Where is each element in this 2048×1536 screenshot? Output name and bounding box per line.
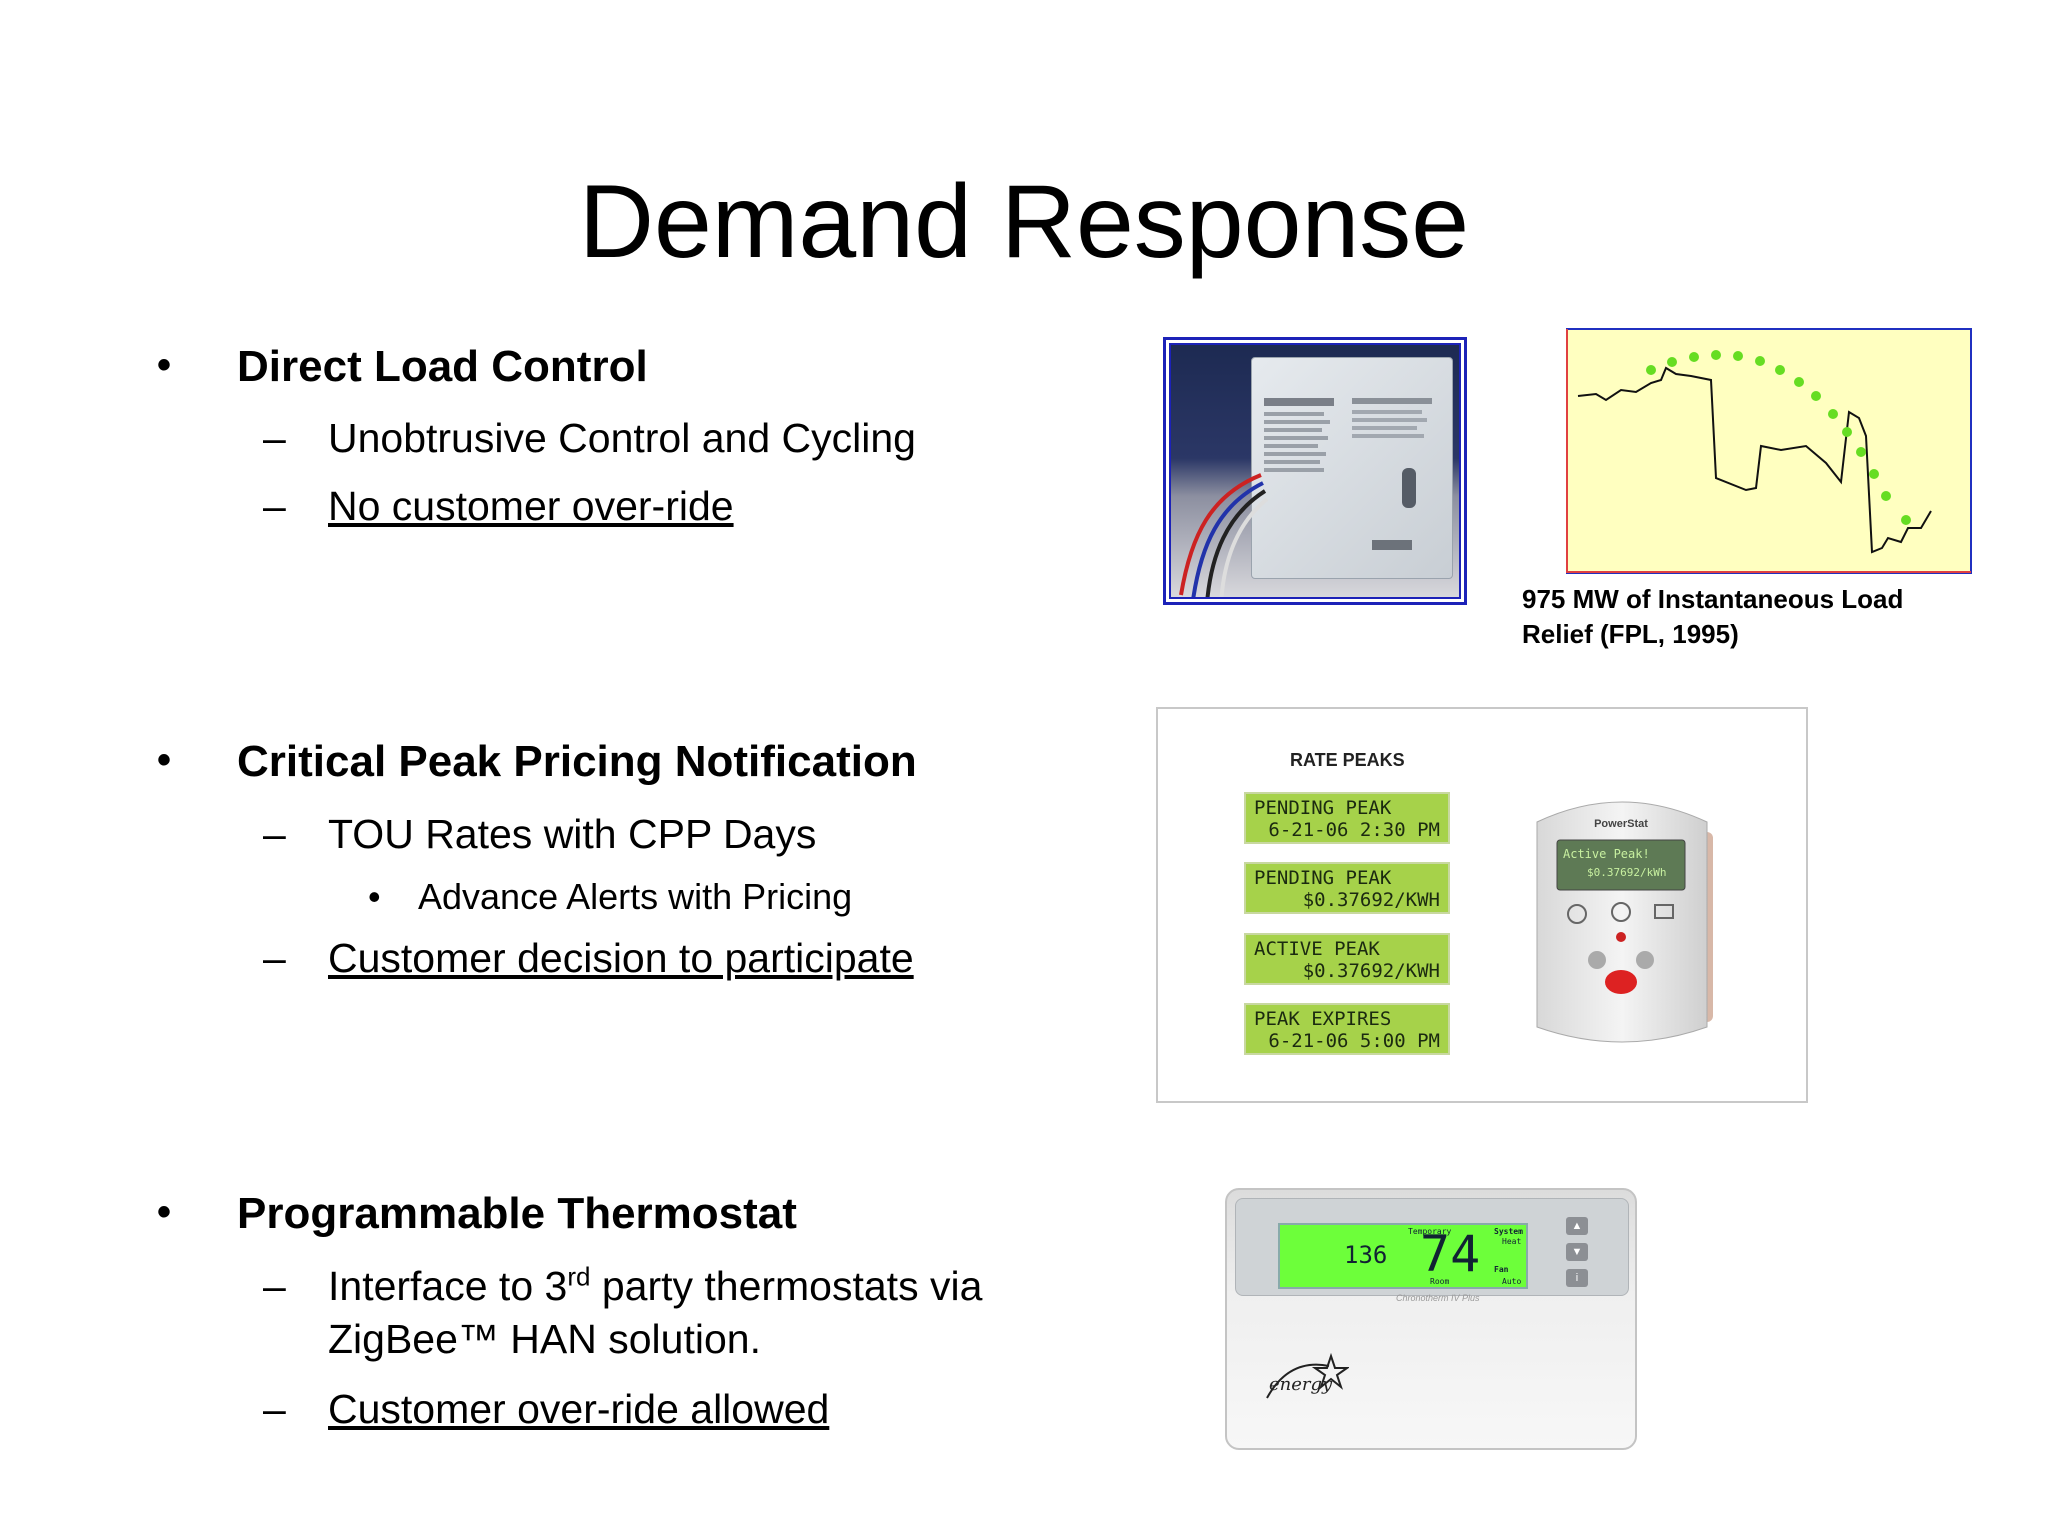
- control-box-detail: [1264, 398, 1432, 550]
- dash: –: [263, 483, 286, 529]
- bullet-dot: •: [157, 1190, 172, 1234]
- dash: –: [263, 935, 286, 981]
- load-control-device-image: [1163, 337, 1467, 605]
- chart-caption: 975 MW of Instantaneous Load Relief (FPL…: [1522, 582, 1903, 652]
- info-icon: [1611, 902, 1631, 922]
- bullet-dot: •: [368, 876, 381, 917]
- bullet-programmable-thermostat: • Programmable Thermostat: [157, 1189, 797, 1238]
- lcd-display-active-price: ACTIVE PEAK $0.37692/KWH: [1244, 933, 1450, 985]
- chart-projection-dots: [1646, 350, 1911, 525]
- lcd-line1: PENDING PEAK: [1254, 867, 1392, 889]
- energy-star-logo: energy: [1266, 1352, 1349, 1399]
- lcd-line2: 6-21-06 5:00 PM: [1268, 1030, 1440, 1052]
- thermostat-label-system: System: [1494, 1227, 1523, 1236]
- subitem-tou-rates: – TOU Rates with CPP Days: [263, 808, 817, 861]
- device-shell: [1536, 801, 1708, 1043]
- subitem-override-allowed: – Customer over-ride allowed: [263, 1383, 830, 1436]
- thermostat-down-button: ▼: [1566, 1243, 1588, 1261]
- thermostat-screen: 136 74 Temporary Room System Heat Fan Au…: [1278, 1223, 1528, 1289]
- red-button: [1605, 970, 1637, 994]
- dash: –: [263, 1263, 286, 1309]
- dash: –: [263, 415, 286, 461]
- powerstat-device-image: PowerStat Active Peak! $0.37692/kWh: [1536, 801, 1713, 1043]
- dash: –: [263, 811, 286, 857]
- thermostat-label-temporary: Temporary: [1408, 1227, 1452, 1236]
- rate-peaks-title: RATE PEAKS: [1290, 750, 1405, 770]
- thermostat-image: 136 74 Temporary Room System Heat Fan Au…: [1225, 1188, 1637, 1450]
- status-light: [1616, 932, 1626, 942]
- chart-background: [1566, 328, 1972, 574]
- subitem-text: Interface to 3: [328, 1263, 568, 1309]
- lcd-display-expires: PEAK EXPIRES 6-21-06 5:00 PM: [1244, 1003, 1450, 1055]
- lcd-line1: PENDING PEAK: [1254, 797, 1392, 819]
- section-heading: Critical Peak Pricing Notification: [237, 737, 917, 786]
- thermostat-faceplate: 136 74 Temporary Room System Heat Fan Au…: [1235, 1198, 1629, 1303]
- subitem-text: No customer over-ride: [328, 483, 734, 529]
- thermostat-label-heat: Heat: [1502, 1237, 1522, 1246]
- subitem-text: party thermostats via: [590, 1263, 983, 1309]
- bullet-dot: •: [157, 343, 172, 387]
- dash: –: [263, 1386, 286, 1432]
- lcd-display-pending-time: PENDING PEAK 6-21-06 2:30 PM: [1244, 792, 1450, 844]
- left-button: [1588, 951, 1606, 969]
- subitem-text: Customer decision to participate: [328, 935, 914, 981]
- device-brand: PowerStat: [1594, 818, 1648, 830]
- bullet-critical-peak-pricing: • Critical Peak Pricing Notification: [157, 737, 917, 786]
- section-heading: Programmable Thermostat: [237, 1189, 797, 1238]
- lcd-line2: $0.37692/KWH: [1302, 960, 1440, 982]
- alert-icon: [1567, 904, 1587, 924]
- superscript: rd: [567, 1261, 591, 1292]
- thermostat-label-auto: Auto: [1502, 1277, 1522, 1286]
- thermostat-up-button: ▲: [1566, 1217, 1588, 1235]
- right-button: [1636, 951, 1654, 969]
- lcd-line1: PEAK EXPIRES: [1254, 1008, 1392, 1030]
- device-screen: [1556, 839, 1686, 891]
- subitem-advance-alerts: • Advance Alerts with Pricing: [368, 875, 853, 918]
- thermostat-time: 136: [1344, 1241, 1388, 1269]
- chart-load-line: [1577, 366, 1932, 554]
- lcd-line2: $0.37692/KWH: [1302, 889, 1440, 911]
- subitem-text: Advance Alerts with Pricing: [418, 876, 853, 917]
- subitem-no-override: – No customer over-ride: [263, 480, 734, 533]
- bullet-dot: •: [157, 738, 172, 782]
- subitem-text: ZigBee™ HAN solution.: [328, 1316, 761, 1363]
- energy-star-text: energy: [1269, 1374, 1333, 1395]
- device-wires: [1179, 473, 1269, 597]
- thermostat-label-fan: Fan: [1494, 1265, 1509, 1274]
- chart-caption-line1: 975 MW of Instantaneous Load: [1522, 584, 1904, 614]
- subitem-text: TOU Rates with CPP Days: [328, 811, 817, 857]
- device-screen-line1: Active Peak!: [1563, 847, 1650, 861]
- subitem-control-cycling: – Unobtrusive Control and Cycling: [263, 412, 916, 465]
- subitem-text: Customer over-ride allowed: [328, 1386, 830, 1432]
- load-relief-chart: [1566, 328, 1972, 574]
- thermostat-model: Chronotherm IV Plus: [1396, 1293, 1480, 1303]
- thermostat-info-button: i: [1566, 1269, 1588, 1287]
- lcd-display-pending-price: PENDING PEAK $0.37692/KWH: [1244, 862, 1450, 914]
- subitem-text: Unobtrusive Control and Cycling: [328, 415, 916, 461]
- lcd-line1: ACTIVE PEAK: [1254, 938, 1380, 960]
- lcd-line2: 6-21-06 2:30 PM: [1268, 819, 1440, 841]
- chart-caption-line2: Relief (FPL, 1995): [1522, 619, 1739, 650]
- section-heading: Direct Load Control: [237, 342, 648, 391]
- mail-icon: [1654, 904, 1674, 919]
- control-box: [1251, 357, 1453, 579]
- thermostat-temperature: 74: [1420, 1225, 1481, 1283]
- bullet-direct-load-control: • Direct Load Control: [157, 342, 648, 391]
- thermostat-label-room: Room: [1430, 1277, 1450, 1286]
- device-screen-line2: $0.37692/kWh: [1587, 866, 1666, 879]
- subitem-customer-decision: – Customer decision to participate: [263, 932, 914, 985]
- slide-title: Demand Response: [578, 164, 1470, 280]
- subitem-zigbee-interface: – Interface to 3rd party thermostats via…: [263, 1260, 983, 1367]
